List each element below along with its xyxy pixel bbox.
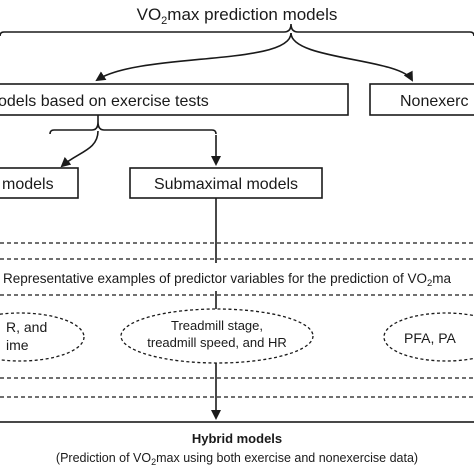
predictor-submaximal-line2: treadmill speed, and HR	[147, 335, 286, 350]
hybrid-models-description: (Prediction of VO2max using both exercis…	[56, 451, 418, 467]
arrow-to-nonexercise-models	[290, 32, 413, 82]
exercise-brace	[49, 121, 217, 135]
exercise-models-label: odels based on exercise tests	[0, 93, 209, 110]
exercise-models-box	[0, 83, 349, 116]
predictor-nonexercise-label: PFA, PA	[404, 330, 457, 346]
nonexercise-models-box	[369, 83, 474, 116]
predictor-ellipse-maximal	[0, 312, 85, 362]
arrow-to-maximal-models	[60, 130, 99, 168]
predictor-submaximal-line1: Treadmill stage,	[171, 318, 263, 333]
hybrid-models-title: Hybrid models	[192, 431, 282, 446]
nonexercise-models-label: Nonexerc	[400, 93, 468, 110]
maximal-models-label: models	[2, 176, 54, 193]
diagram-title: VO2max prediction models	[137, 5, 338, 27]
arrow-to-exercise-models	[95, 32, 292, 82]
predictors-header-bg	[0, 263, 474, 291]
predictor-ellipse-nonexercise	[383, 312, 474, 362]
predictor-ellipse-submaximal	[120, 308, 314, 364]
submaximal-models-box	[129, 167, 323, 199]
title-brace	[0, 23, 474, 37]
predictors-header: Representative examples of predictor var…	[3, 271, 452, 289]
hybrid-models-box	[0, 421, 474, 474]
maximal-models-box	[0, 167, 79, 199]
predictor-maximal-line2: ime	[6, 337, 29, 353]
submaximal-models-label: Submaximal models	[154, 176, 298, 193]
predictor-maximal-line1: R, and	[6, 319, 47, 335]
